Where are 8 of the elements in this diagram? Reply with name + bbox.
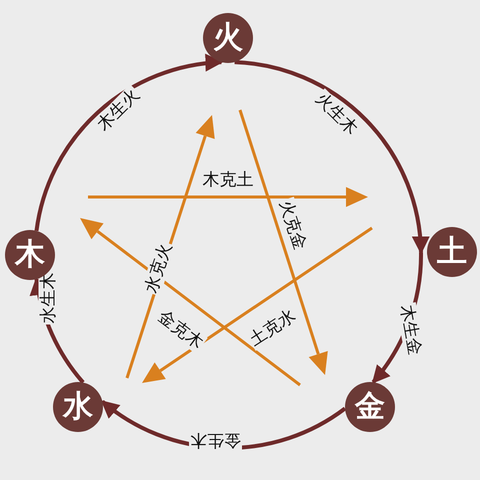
element-circle: 土 [427, 227, 477, 277]
edge-label: 金生木 [188, 430, 242, 450]
arrow-label: 木克土 [202, 170, 254, 190]
element-circle: 金 [345, 382, 395, 432]
arrow [234, 60, 429, 254]
element-circle: 水 [53, 382, 103, 432]
arrow [34, 54, 224, 232]
element-circle: 火 [203, 13, 253, 63]
